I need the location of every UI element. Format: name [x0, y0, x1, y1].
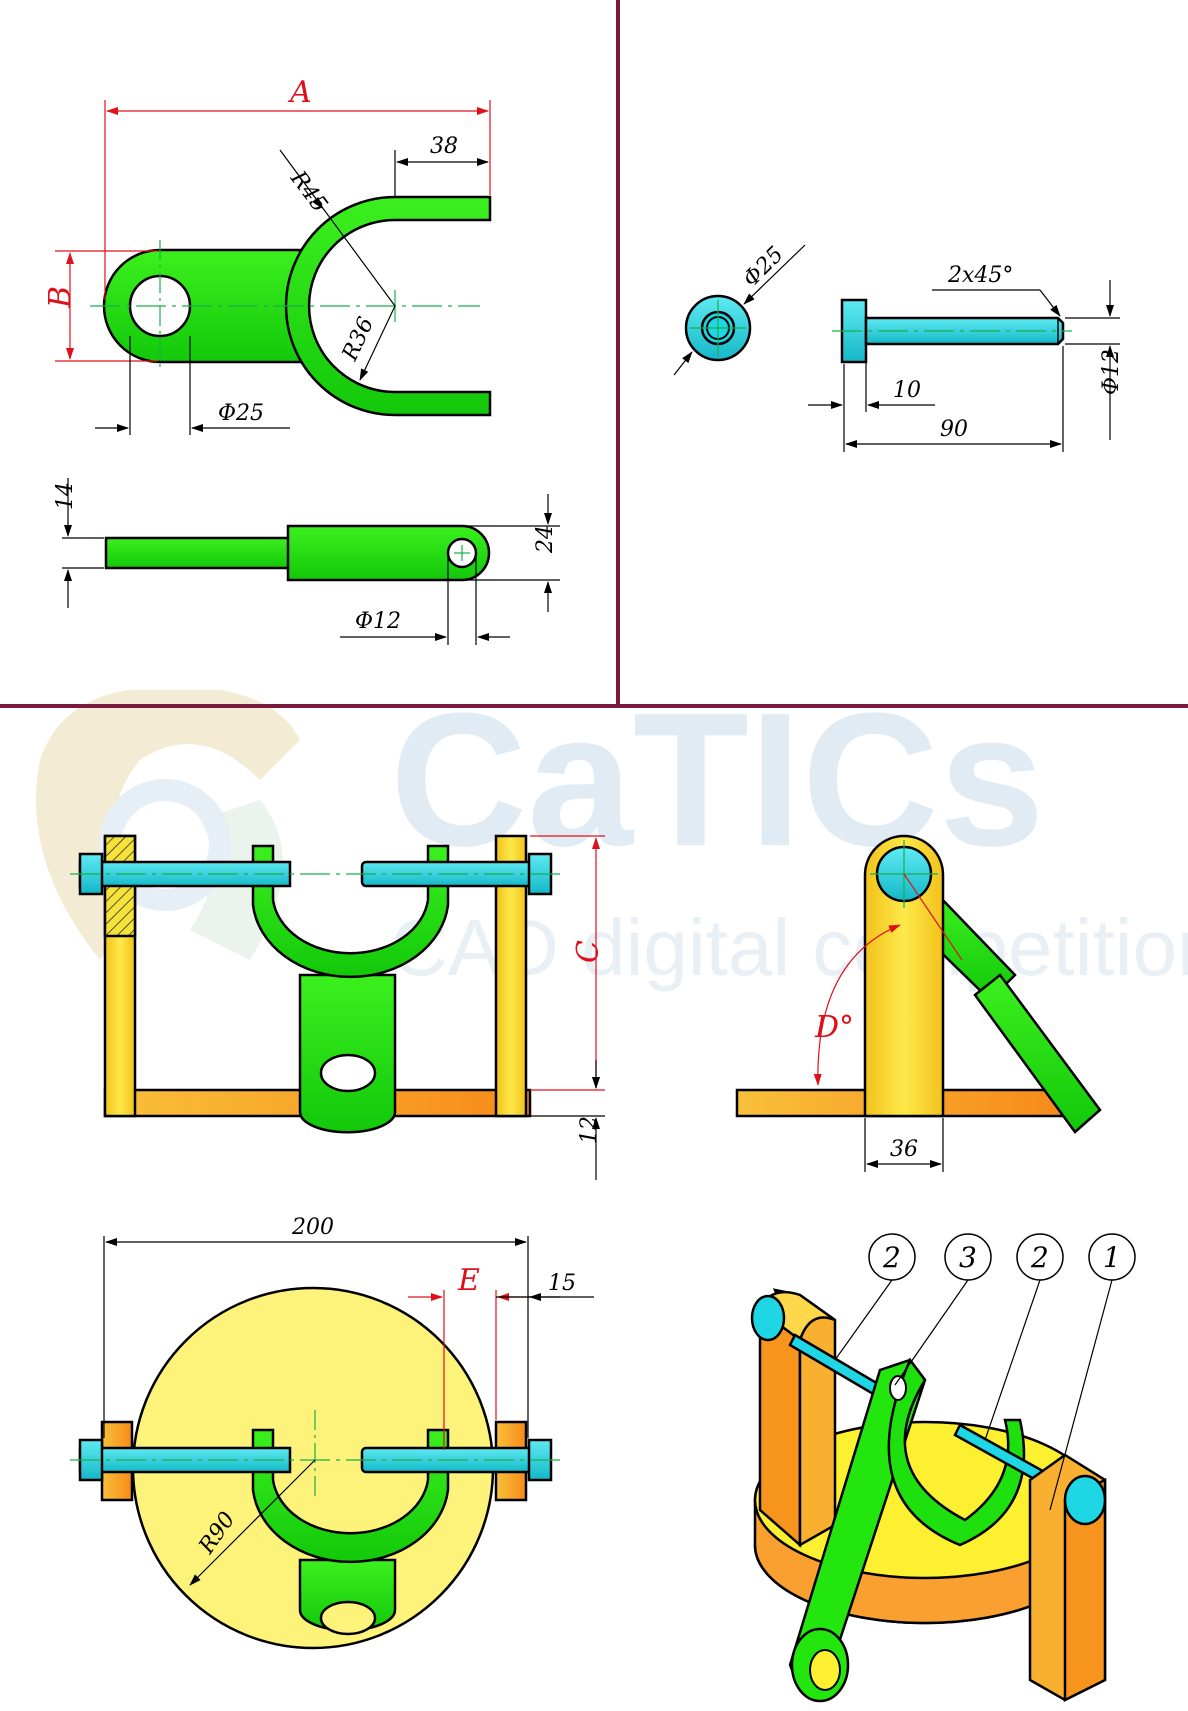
pin-side-view	[832, 298, 1072, 364]
dim-38: 38	[430, 134, 458, 159]
assembly-front-dimensions: C 12	[530, 835, 606, 1180]
dim-phi25-pin: Φ25	[739, 242, 789, 292]
balloon-2b: 2	[1030, 1241, 1049, 1274]
dim-phi12-pin: Φ12	[1099, 349, 1124, 395]
dim-24: 24	[533, 525, 558, 554]
pin-side-dimensions: 2x45° 10 90 Φ12	[808, 263, 1124, 452]
dim-phi12-yoke: Φ12	[355, 609, 401, 634]
dim-e: E	[457, 1263, 480, 1298]
isometric-assembly	[750, 1288, 1107, 1703]
dim-15: 15	[548, 1271, 576, 1296]
pin-end-view	[684, 294, 752, 362]
balloons: 2 3 2 1	[868, 1233, 1136, 1281]
dim-14: 14	[53, 482, 78, 510]
dim-chamfer: 2x45°	[947, 263, 1013, 288]
dim-c: C	[571, 940, 606, 963]
dim-d-angle: D°	[814, 1010, 854, 1045]
assembly-top-view	[70, 1286, 560, 1650]
watermark: CaTICs CAD digital competition	[36, 674, 1188, 992]
yoke-top-view	[90, 195, 492, 417]
assembly-side-dimensions: D° 36	[813, 873, 963, 1172]
dim-a: A	[287, 75, 312, 110]
yoke-front-view	[104, 524, 491, 582]
dim-10: 10	[893, 378, 921, 403]
dim-b: B	[43, 286, 78, 309]
dim-phi25-yoke: Φ25	[218, 401, 264, 426]
dim-90: 90	[940, 417, 968, 442]
isometric-leaders	[834, 1279, 1113, 1511]
balloon-2a: 2	[882, 1241, 901, 1274]
assembly-front-view	[70, 834, 560, 1134]
dim-12: 12	[577, 1116, 602, 1144]
yoke-front-dimensions: 14 24 Φ12	[53, 478, 560, 645]
balloon-1: 1	[1103, 1241, 1121, 1274]
balloon-3: 3	[959, 1241, 977, 1274]
dim-200: 200	[291, 1215, 334, 1240]
dim-r45: R45	[285, 166, 332, 217]
dim-r36: R36	[337, 314, 379, 366]
dim-36: 36	[890, 1137, 918, 1162]
